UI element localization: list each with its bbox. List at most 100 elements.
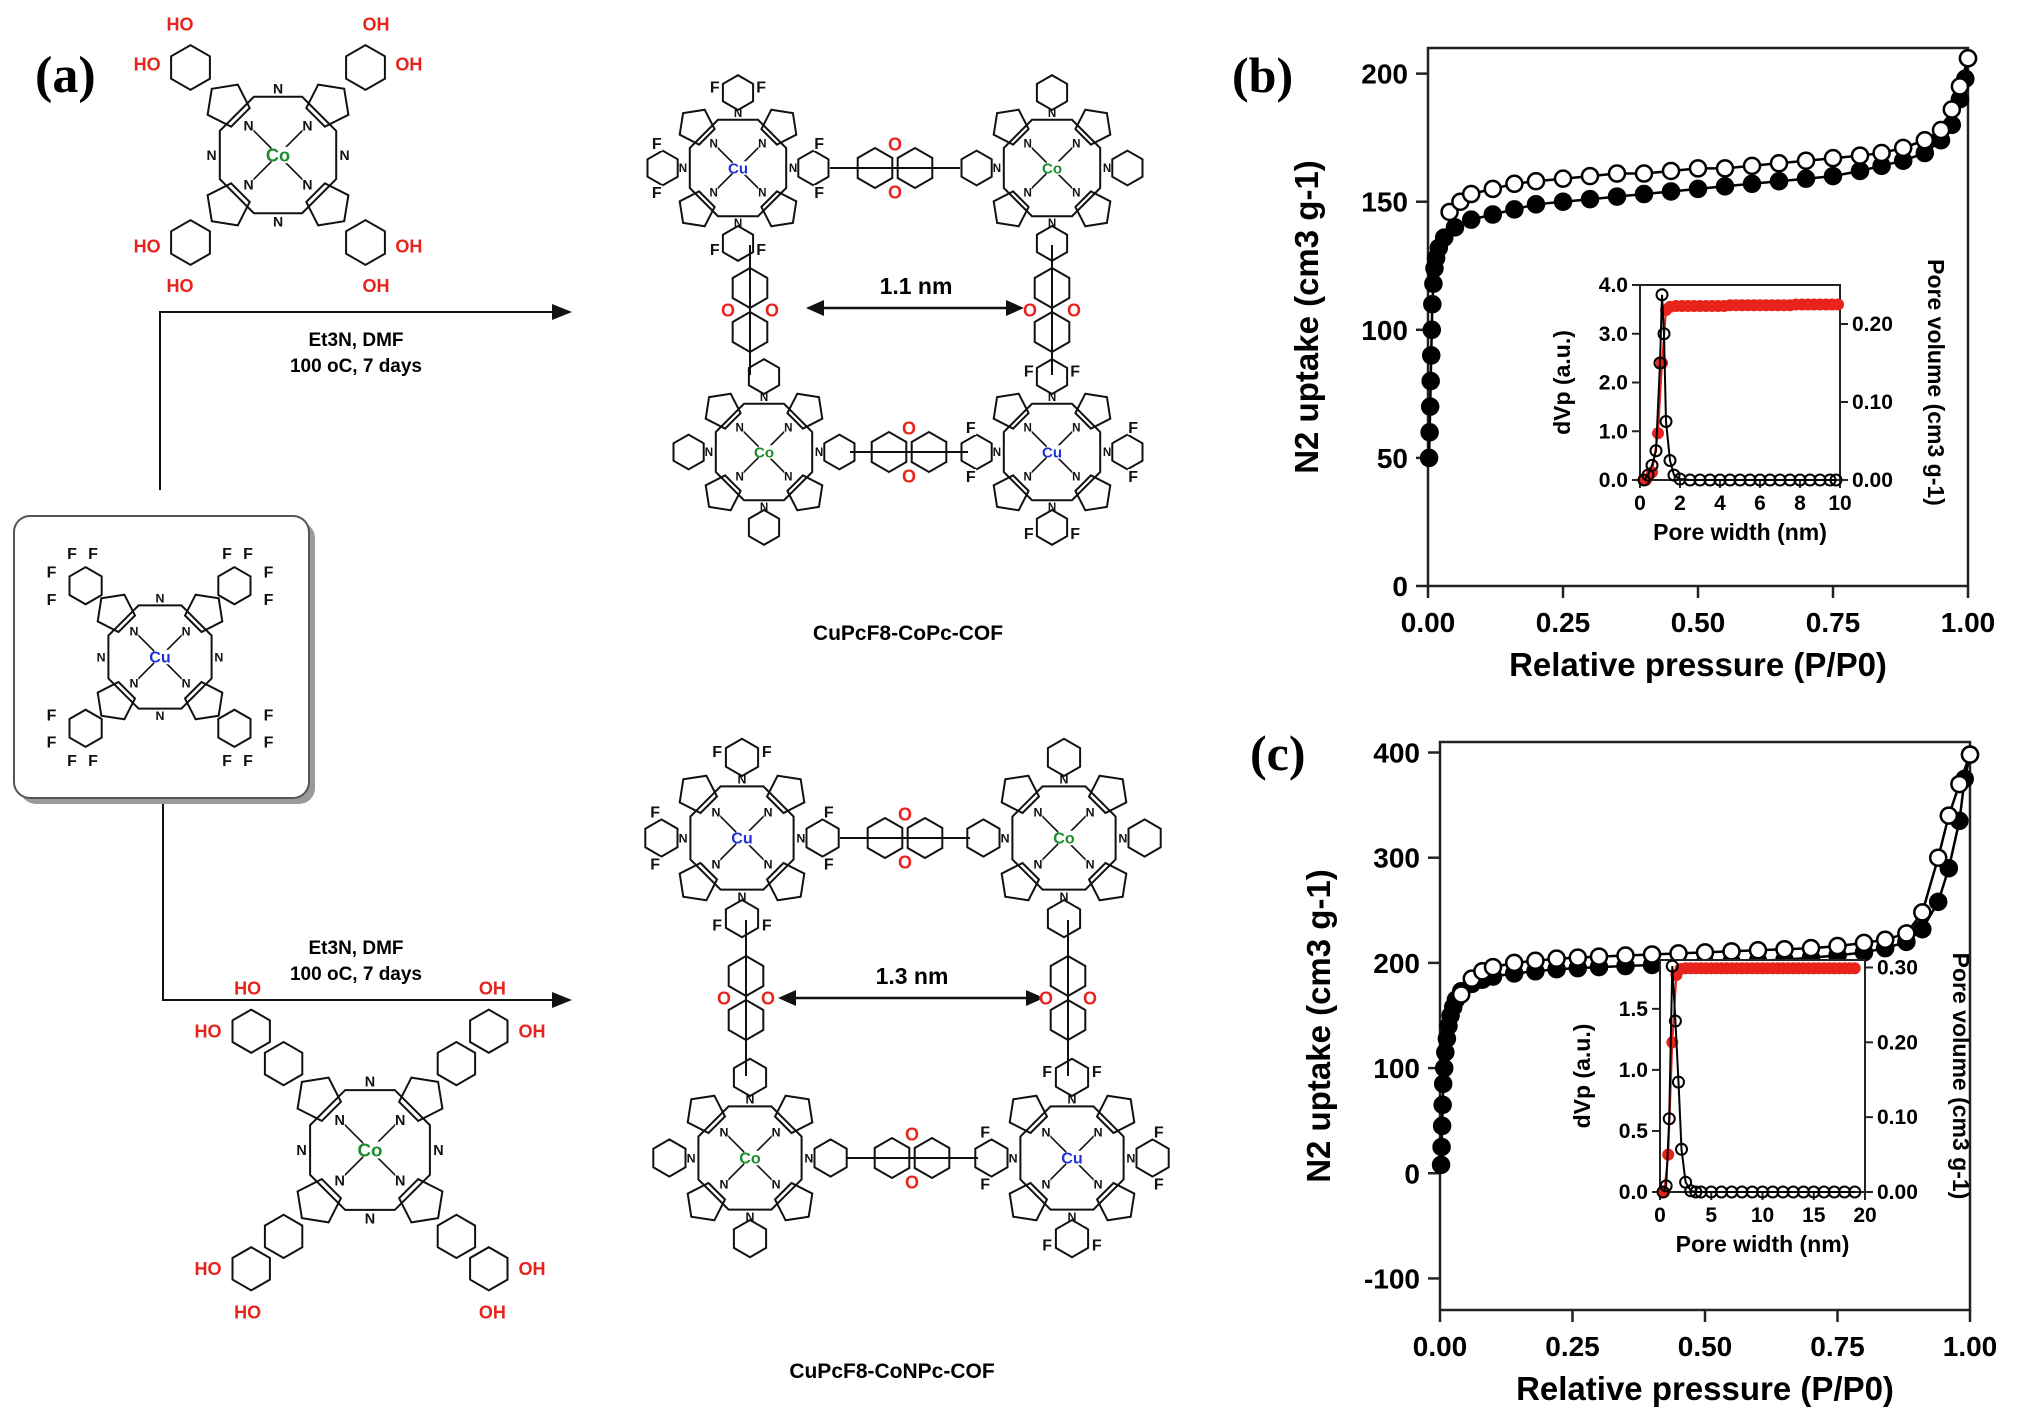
cof1-node-0-pyrrole-3 xyxy=(678,190,716,228)
data-point-desorption xyxy=(1451,985,1471,1004)
monomer-top-oh-a-0: HO xyxy=(134,54,161,74)
cof2-node-3-n-inner-2: N xyxy=(1094,1177,1103,1191)
inset-yright-tick-label: 0.30 xyxy=(1877,956,1918,979)
data-point-adsorption xyxy=(1421,346,1441,365)
cof2-node-2-metal: Co xyxy=(739,1150,761,1168)
monomer-top-n-meso-0-bg xyxy=(273,82,283,95)
cof2-node-1-arms xyxy=(966,737,1162,939)
cof1-node-3-f1-2-bg xyxy=(1023,526,1035,541)
monomer-center-n-inner-2-bg xyxy=(181,677,191,689)
data-point-adsorption xyxy=(1939,858,1959,878)
data-point-desorption xyxy=(1661,161,1681,181)
data-point-adsorption xyxy=(1432,1137,1451,1157)
cof2-linker-o1-2-bg xyxy=(717,989,731,1007)
cof2-node-1-benzo-0 xyxy=(1046,737,1082,778)
cof1-node-3-n-inner-1-bg xyxy=(1072,422,1081,433)
cof2-linker-o2-1: O xyxy=(905,1172,919,1192)
cof1-node-1-benzo-3 xyxy=(960,149,993,187)
cof1-node-2-pyrrole-1 xyxy=(786,392,824,430)
monomer-center-pyrrole-3 xyxy=(96,680,137,721)
cof1-node-3-f2-1-bg xyxy=(1127,469,1139,484)
cof1-node-2-n-meso-2-bg xyxy=(759,501,769,513)
cof1-node-0-metal: Cu xyxy=(728,160,748,177)
monomer-bottom-n-meso-1: N xyxy=(433,1143,443,1159)
data-point-desorption xyxy=(1695,943,1715,962)
monomer-bottom-pyrrole-2 xyxy=(397,1177,444,1224)
y-tick-label: 100 xyxy=(1373,1053,1420,1084)
cof2-node-3-f1-3-bg xyxy=(979,1124,991,1140)
monomer-center-f-a-0-bg xyxy=(45,564,58,580)
cof2-node-3-n-inner-0: N xyxy=(1041,1125,1050,1139)
data-point-adsorption xyxy=(1424,274,1443,293)
cof2-node-0-pyrrole-1 xyxy=(765,774,806,815)
cof2-node-3-n-meso-3-bg xyxy=(1008,1152,1018,1164)
cof2-node-3-f2-1-bg xyxy=(1153,1176,1165,1192)
cof1-node-0-f1-3-bg xyxy=(651,136,663,151)
monomer-top-oh-b-2: OH xyxy=(363,276,390,296)
cof2-node-3-n-inner-1-bg xyxy=(1093,1126,1103,1138)
cof1-node-3-macrocycle xyxy=(1002,402,1102,502)
data-point-desorption xyxy=(1526,951,1545,971)
monomer-top-benzo-2 xyxy=(345,218,386,267)
data-point-desorption xyxy=(1958,48,1978,68)
cof2-linker-o2-0-bg xyxy=(898,853,912,871)
cof2-node-0-f2-2: F xyxy=(762,917,772,934)
cof2-node-3-metal-bg xyxy=(1066,1150,1085,1166)
cof2-linker-0: OO xyxy=(840,804,970,872)
cof1-node-1-n-meso-3: N xyxy=(993,162,1001,175)
inset-dvp-point xyxy=(1665,959,1679,973)
cof2-node-0-f2-3-bg xyxy=(649,856,661,872)
cof2-node-1-n-meso-0: N xyxy=(1060,772,1069,786)
monomer-top-n-inner-0: N xyxy=(244,118,254,134)
inset-yleft-tick-label: 3.0 xyxy=(1599,323,1628,346)
cof2-node-0-n-meso-3-bg xyxy=(678,832,688,844)
data-point-desorption xyxy=(1722,942,1741,961)
x-tick-label: 0.50 xyxy=(1678,1331,1733,1362)
monomer-center-n-inner-2: N xyxy=(182,676,191,690)
reaction-arrows xyxy=(159,311,560,1001)
monomer-bottom-oh-a-0-bg xyxy=(201,1023,222,1040)
monomer-center-benzo-0 xyxy=(68,565,103,606)
data-point-desorption xyxy=(1769,154,1789,173)
inset-pore-volume-point xyxy=(1666,1036,1679,1049)
monomer-center-f-b-3-bg xyxy=(45,734,58,750)
data-point-desorption xyxy=(1823,148,1843,168)
y-tick-label: 0 xyxy=(1392,571,1408,602)
data-point-desorption xyxy=(1715,159,1735,178)
cof2-node-1-n-meso-2-bg xyxy=(1059,891,1069,903)
cof1-node-3-f1-1: F xyxy=(1128,420,1138,437)
data-point-desorption xyxy=(1775,939,1794,959)
inset-dvp-point xyxy=(1671,1075,1685,1089)
cof2-node-2-n-inner-1-bg xyxy=(771,1126,781,1138)
inset-x-axis-label: Pore width (nm) xyxy=(1653,519,1827,545)
monomer-bottom-oh-b-0: HO xyxy=(234,978,261,998)
cof2-node-1-n-inner-0-bg xyxy=(1033,806,1043,818)
inset-dvp-point xyxy=(1653,356,1667,370)
cof2-linker-o2-0: O xyxy=(898,852,912,872)
cof1-node-1-macrocycle xyxy=(1002,118,1102,218)
monomer-center-benzo-1 xyxy=(217,565,252,606)
monomer-center-n-meso-3-bg xyxy=(96,651,106,663)
cof1-node-1-n-inner-0-bg xyxy=(1023,138,1032,149)
cof2-node-0-n-meso-2-bg xyxy=(737,891,747,903)
cof2-node-2-n-inner-0: N xyxy=(719,1125,728,1139)
monomer-top-metal: Co xyxy=(266,145,290,165)
monomer-top-oh-b-2-bg xyxy=(369,277,390,294)
monomer-bottom-n-meso-1-bg xyxy=(433,1143,444,1157)
monomer-center-metal-bg xyxy=(154,649,173,665)
cof1-node-0-f1-0-bg xyxy=(709,79,721,94)
data-point-adsorption xyxy=(1580,189,1600,209)
cof1-linker-o1-2: O xyxy=(721,300,735,320)
monomer-bottom-oh-a-1-bg xyxy=(525,1023,546,1040)
x-tick-label: 0.75 xyxy=(1810,1331,1865,1362)
cof1-node-3-n-meso-0: N xyxy=(1048,391,1056,404)
cof2-node-1-macrocycle xyxy=(1011,785,1117,891)
inset-dvp-point xyxy=(1848,1185,1862,1199)
